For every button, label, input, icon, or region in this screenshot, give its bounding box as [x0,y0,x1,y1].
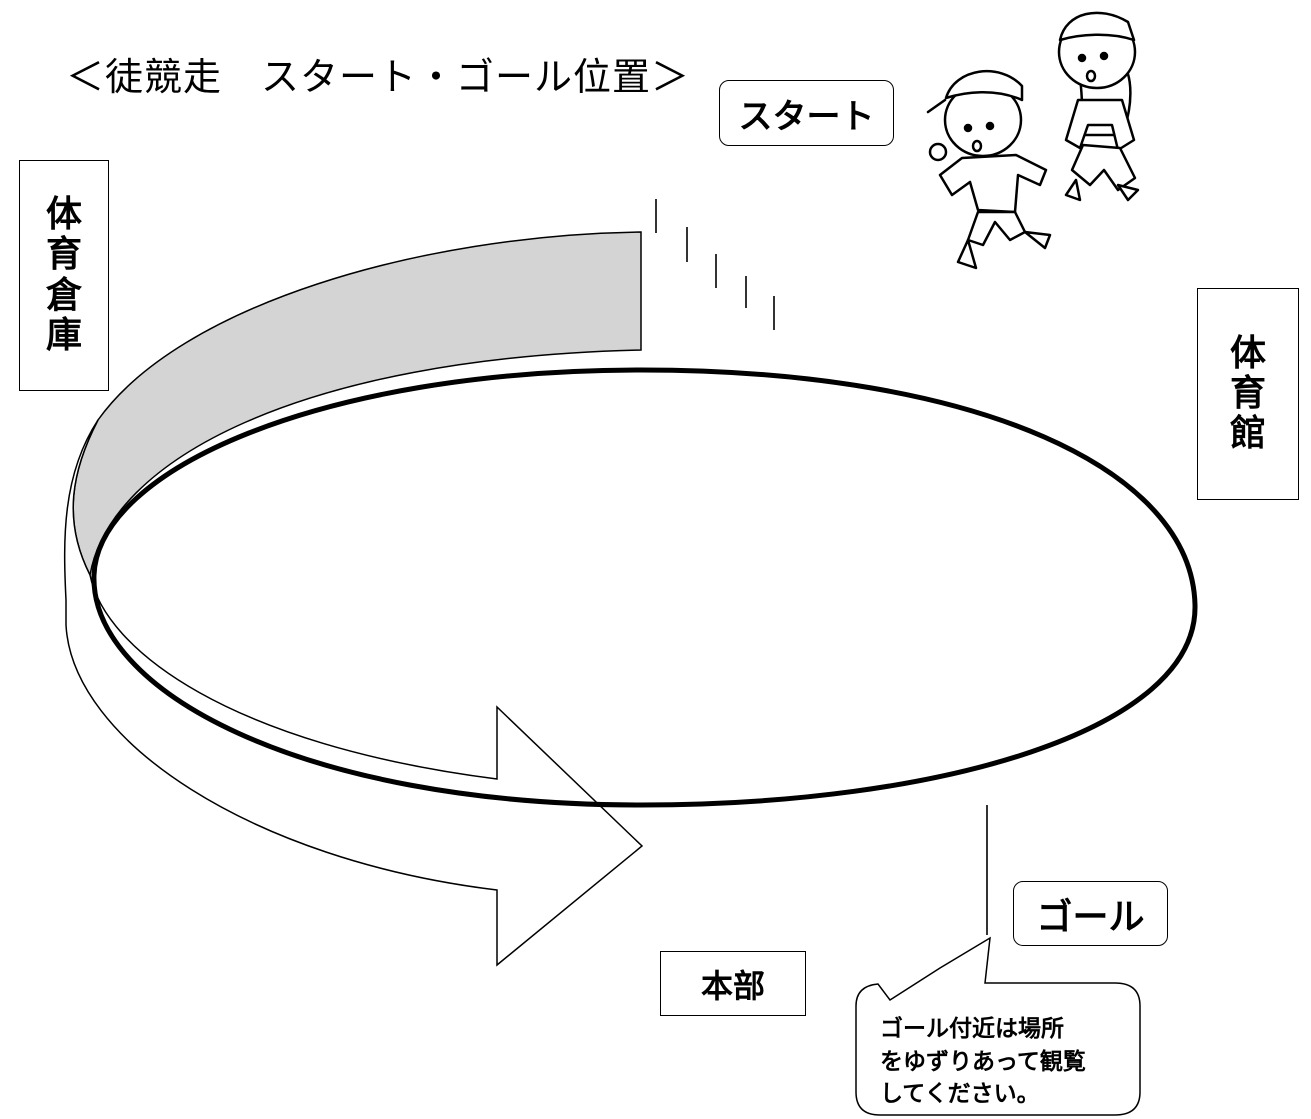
vertical-char: 倉 [45,274,82,316]
storehouse-label-text: 体育倉庫 [45,193,82,356]
storehouse-label: 体育倉庫 [19,160,109,391]
vertical-char: 育 [45,234,82,276]
vertical-char: 育 [1229,372,1266,414]
start-lane-markers [655,199,775,330]
goal-label: ゴール [1013,881,1168,946]
page-title: ＜徒競走 スタート・ゴール位置＞ [66,55,691,99]
headquarters-label: 本部 [660,951,806,1016]
vertical-char: 体 [1229,332,1266,374]
direction-arrow-ribbon [63,419,644,967]
gym-label: 体育館 [1197,288,1299,500]
running-children-illustration [926,11,1140,270]
running-girl-icon [1057,11,1140,202]
vertical-char: 庫 [45,314,82,356]
callout-text: ゴール付近は場所 をゆずりあって観覧 してください。 [880,1016,1086,1108]
gym-label-text: 体育館 [1229,332,1266,455]
vertical-char: 館 [1229,413,1266,455]
start-label: スタート [719,80,894,146]
shaded-track-band [72,231,642,578]
vertical-char: 体 [45,193,82,235]
running-boy-icon [926,70,1052,270]
speech-bubble [855,936,1141,1116]
track-oval [91,367,1198,808]
